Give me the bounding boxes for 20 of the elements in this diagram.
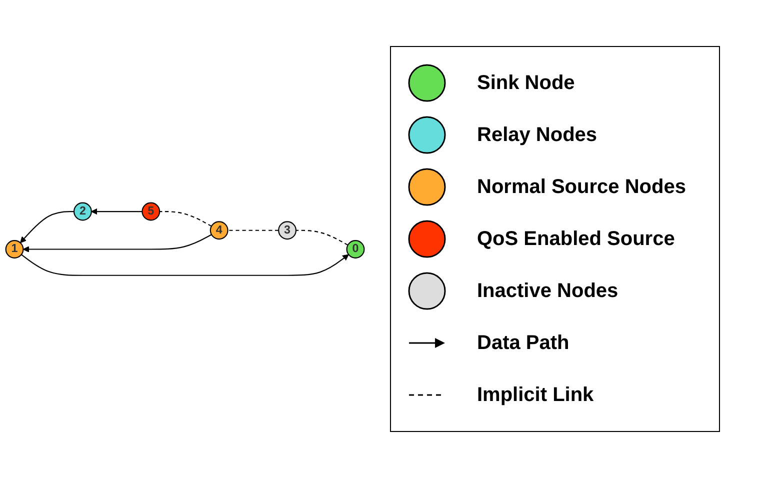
arrow xyxy=(91,208,142,215)
connector xyxy=(160,210,212,227)
node-circle: 1 xyxy=(5,240,24,258)
node-circle: 4 xyxy=(210,221,228,240)
legend-label: Relay Nodes xyxy=(477,124,598,146)
legend-label: Sink Node xyxy=(477,72,575,94)
connector xyxy=(296,230,348,246)
node-circle: 5 xyxy=(142,202,160,221)
legend-label: Implicit Link xyxy=(477,384,594,406)
arrow xyxy=(21,254,349,276)
arrow xyxy=(20,210,74,243)
legend-label: Normal Source Nodes xyxy=(477,176,686,198)
node-circle: 2 xyxy=(73,202,92,221)
node-circle: 3 xyxy=(278,221,297,240)
legend-label: QoS Enabled Source xyxy=(477,228,675,250)
legend-label: Inactive Nodes xyxy=(477,280,618,302)
legend-label: Data Path xyxy=(477,332,570,354)
arrow xyxy=(22,234,212,252)
node-circle: 0 xyxy=(346,240,365,258)
connector xyxy=(228,230,279,231)
